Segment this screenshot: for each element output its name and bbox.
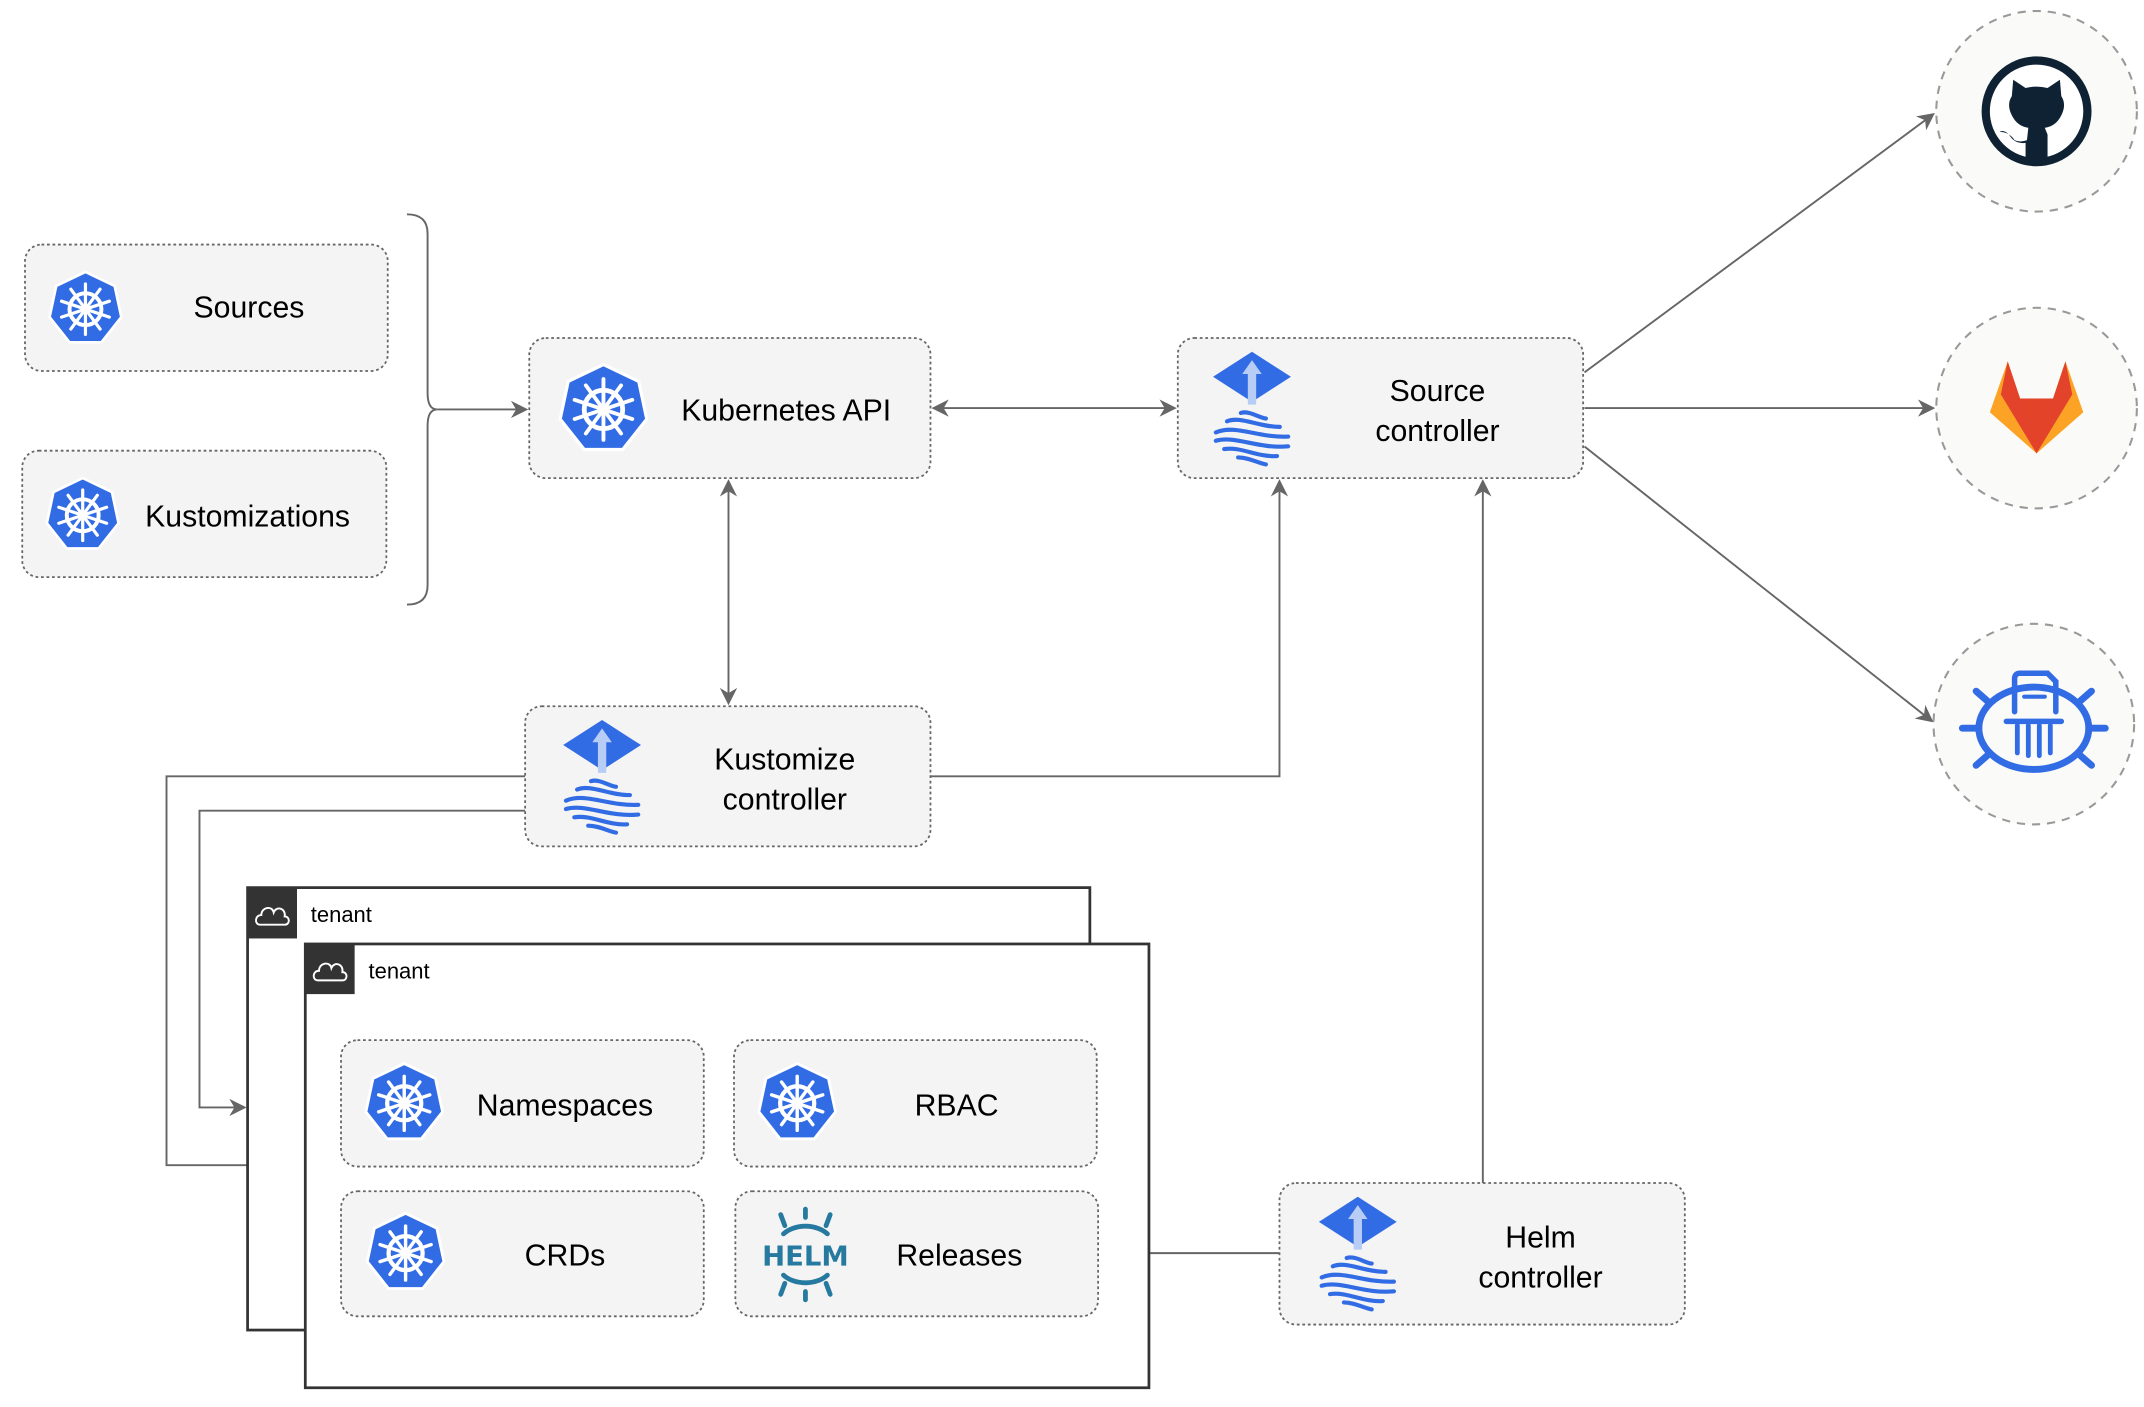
- sources-label: Sources: [194, 291, 305, 324]
- kustomize-controller-label-1: Kustomize: [714, 743, 855, 776]
- rbac-label: RBAC: [915, 1090, 999, 1123]
- bucket-source[interactable]: [1932, 622, 2136, 826]
- kustomizations-label: Kustomizations: [145, 500, 350, 533]
- edge-source-to-bucket: [1583, 445, 1934, 723]
- kustomize-controller-label-2: controller: [723, 783, 847, 816]
- rbac-node[interactable]: RBAC: [733, 1039, 1098, 1168]
- kubernetes-icon: [50, 272, 122, 342]
- gitlab-source[interactable]: [1935, 306, 2138, 510]
- tenant-label: tenant: [311, 902, 372, 927]
- edge-source-to-github: [1583, 113, 1935, 374]
- kubernetes-api-label: Kubernetes API: [681, 394, 891, 427]
- bucket-icon: [1958, 670, 2109, 773]
- kustomize-controller-node[interactable]: Kustomize controller: [524, 705, 932, 848]
- crds-label: CRDs: [525, 1239, 606, 1272]
- helm-controller-label-2: controller: [1478, 1261, 1602, 1294]
- crds-node[interactable]: CRDs: [340, 1190, 705, 1318]
- kustomizations-node[interactable]: Kustomizations: [21, 449, 388, 578]
- kubernetes-icon: [366, 1064, 443, 1139]
- helm-icon-text: HELM: [762, 1240, 849, 1272]
- releases-node[interactable]: HELM Releases: [734, 1190, 1099, 1318]
- cloud-icon: [305, 943, 355, 995]
- edge-kustomize-to-source: [930, 479, 1289, 778]
- kubernetes-icon: [560, 365, 647, 450]
- edge-kustomize-to-tenant-front: [165, 775, 526, 1174]
- gitlab-icon: [1989, 361, 2084, 454]
- kubernetes-icon: [367, 1213, 444, 1288]
- namespaces-node[interactable]: Namespaces: [340, 1039, 705, 1168]
- edge-kustomize-to-tenant-back: [198, 809, 526, 1117]
- sources-node[interactable]: Sources: [24, 243, 389, 372]
- source-controller-label-2: controller: [1375, 415, 1499, 448]
- source-controller-label-1: Source: [1390, 375, 1486, 408]
- kubernetes-icon: [759, 1064, 836, 1139]
- namespaces-label: Namespaces: [477, 1090, 653, 1123]
- kubernetes-api-node[interactable]: Kubernetes API: [528, 337, 932, 480]
- releases-label: Releases: [896, 1239, 1022, 1272]
- helm-icon: HELM: [762, 1206, 849, 1303]
- helm-controller-label-1: Helm: [1505, 1222, 1576, 1255]
- input-brace: [406, 213, 438, 606]
- github-icon: [1981, 56, 2092, 167]
- kubernetes-icon: [47, 478, 119, 548]
- source-controller-node[interactable]: Source controller: [1176, 337, 1585, 480]
- github-source[interactable]: [1935, 9, 2138, 213]
- cloud-icon: [247, 887, 298, 940]
- tenant-front[interactable]: tenant Namespaces RBAC CRDs: [303, 942, 1151, 1390]
- tenant-label: tenant: [369, 958, 430, 983]
- helm-controller-node[interactable]: Helm controller: [1278, 1182, 1686, 1326]
